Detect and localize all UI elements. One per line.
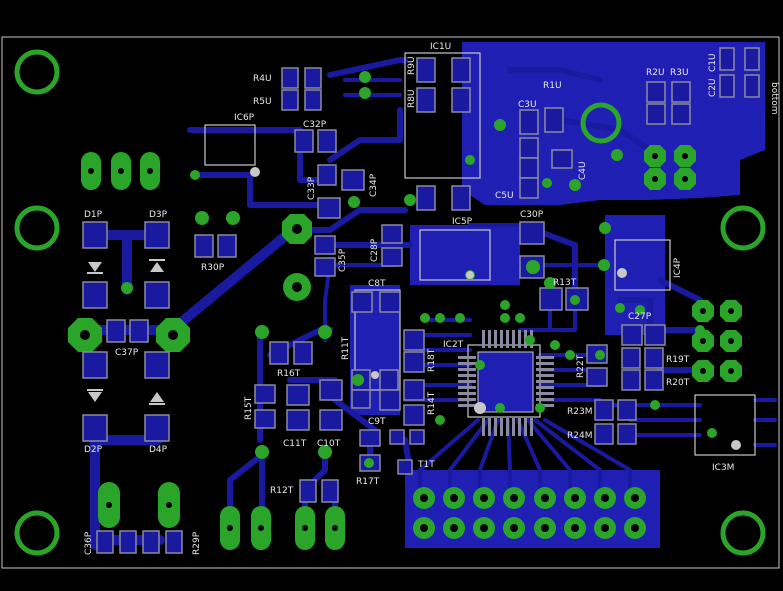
label-r22t: R22T: [576, 354, 586, 378]
label-ic2t: IC2T: [443, 340, 464, 350]
label-c37p: C37P: [115, 348, 139, 358]
label-r2u: R2U: [646, 68, 665, 78]
label-t1t: T1T: [417, 460, 435, 470]
label-r16t: R16T: [277, 369, 301, 379]
label-c34p: C34P: [369, 173, 379, 197]
label-c2u: C2U: [708, 78, 718, 97]
label-r4u: R4U: [253, 74, 272, 84]
mounting-hole-mr: [720, 205, 766, 251]
label-r9u: R9U: [407, 56, 417, 75]
label-ic6p: IC6P: [234, 113, 255, 123]
label-r1u: R1U: [543, 81, 562, 91]
label-c33p: C33P: [307, 176, 317, 200]
label-c32p: C32P: [303, 120, 327, 130]
mounting-holes: [14, 49, 766, 556]
label-r5u: R5U: [253, 97, 272, 107]
label-r18t: R18T: [427, 348, 437, 372]
label-ic3m: IC3M: [712, 463, 734, 473]
label-r20t: R20T: [666, 378, 690, 388]
power-pad-holes: [80, 224, 302, 340]
label-r12t: R12T: [270, 486, 294, 496]
label-d2p: D2P: [84, 445, 103, 455]
mounting-hole-ic1: [580, 102, 622, 144]
oblong-holes-dots: [88, 168, 338, 531]
label-d4p: D4P: [149, 445, 168, 455]
label-d1p: D1P: [84, 210, 103, 220]
label-c28p: C28P: [370, 238, 380, 262]
board-outline: [1, 36, 780, 569]
label-c30p: C30P: [520, 210, 544, 220]
label-c3u: C3U: [518, 100, 537, 110]
label-bottom: bottom: [769, 82, 779, 115]
label-r3u: R3U: [670, 68, 689, 78]
label-c9t: C9T: [368, 417, 386, 427]
label-r15t: R15T: [244, 396, 254, 420]
label-c10t: C10T: [317, 439, 341, 449]
mounting-hole-ml: [14, 205, 60, 251]
header-right-holes: [652, 153, 734, 374]
pin1-markers: [250, 167, 741, 450]
diode-symbols: [87, 259, 165, 405]
label-ic5p: IC5P: [452, 217, 473, 227]
label-c27p: C27P: [628, 312, 652, 322]
label-r23m: R23M: [567, 407, 592, 417]
label-c1u: C1U: [708, 53, 718, 72]
label-ic1u: IC1U: [430, 42, 451, 52]
label-r30p: R30P: [201, 263, 225, 273]
label-d3p: D3P: [149, 210, 168, 220]
ic2t-body: [477, 351, 534, 413]
mounting-hole-tl: [14, 49, 60, 95]
label-c11t: C11T: [283, 439, 307, 449]
label-r24m: R24M: [567, 431, 592, 441]
mounting-hole-br: [720, 510, 766, 556]
mounting-hole-bl: [14, 510, 60, 556]
label-ic4p: IC4P: [673, 257, 683, 278]
label-c4u: C4U: [578, 161, 588, 180]
label-r19t: R19T: [666, 355, 690, 365]
vias: [121, 71, 717, 468]
label-c5u: C5U: [495, 191, 514, 201]
label-r13t: R13T: [553, 278, 577, 288]
label-r29p: R29P: [192, 531, 202, 555]
label-r14t: R14T: [427, 391, 437, 415]
label-c8t: C8T: [368, 279, 386, 289]
label-c35p: C35P: [338, 248, 348, 272]
label-r11t: R11T: [341, 336, 351, 360]
label-c36p: C36P: [84, 531, 94, 555]
label-r17t: R17T: [356, 477, 380, 487]
header-holes: [420, 494, 639, 532]
label-r8u: R8U: [407, 89, 417, 108]
